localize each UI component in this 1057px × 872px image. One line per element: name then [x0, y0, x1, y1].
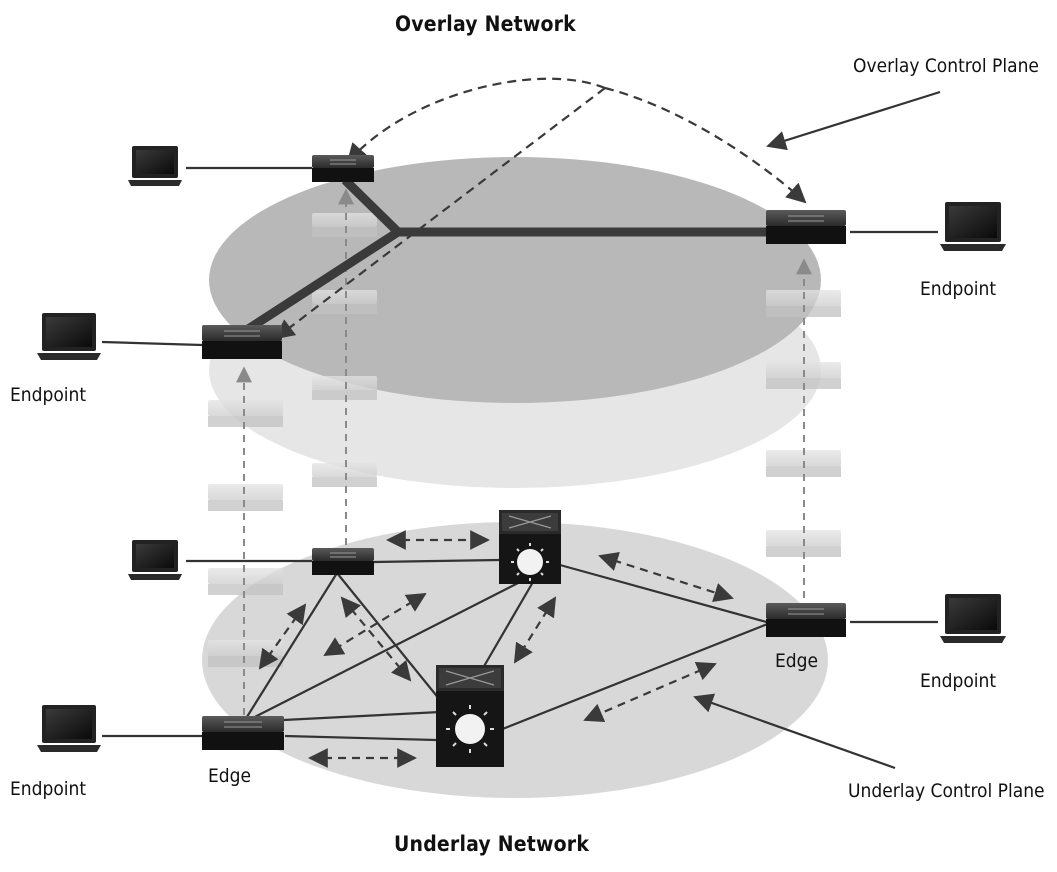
edge-label: Edge — [775, 650, 819, 672]
laptop-icon — [37, 705, 101, 752]
switch-overlay-right — [766, 210, 846, 244]
edge-label: Edge — [208, 765, 252, 787]
laptop-icon — [940, 202, 1006, 251]
core-router-top — [499, 510, 561, 584]
laptop-icon — [128, 540, 182, 580]
endpoint-links — [101, 166, 938, 738]
laptop-icon — [37, 313, 101, 360]
core-router-bottom — [436, 665, 504, 767]
underlay-control-plane-label: Underlay Control Plane — [848, 780, 1045, 802]
endpoint-label: Endpoint — [10, 384, 87, 406]
switch-edge-right — [766, 603, 846, 637]
laptop-icon — [940, 594, 1006, 643]
laptop-icon — [128, 146, 182, 186]
underlay-control-arrows — [258, 530, 734, 768]
ghost-switches-middle — [312, 213, 377, 487]
endpoint-label: Endpoint — [920, 278, 997, 300]
overlay-network-title: Overlay Network — [395, 12, 576, 36]
endpoint-label: Endpoint — [10, 778, 87, 800]
overlay-control-plane-label: Overlay Control Plane — [853, 55, 1039, 77]
overlay-control-arrows — [274, 77, 807, 340]
overlay-plane — [209, 157, 821, 403]
mapping-arrows — [236, 188, 812, 715]
switch-edge-left — [202, 716, 284, 750]
control-plane-pointers — [693, 90, 941, 770]
switch-overlay-top — [312, 155, 374, 182]
endpoint-label: Endpoint — [920, 670, 997, 692]
underlay-network-title: Underlay Network — [394, 832, 590, 856]
switch-overlay-left — [202, 325, 282, 359]
switch-underlay-top — [312, 548, 374, 575]
overlay-path — [239, 176, 772, 337]
